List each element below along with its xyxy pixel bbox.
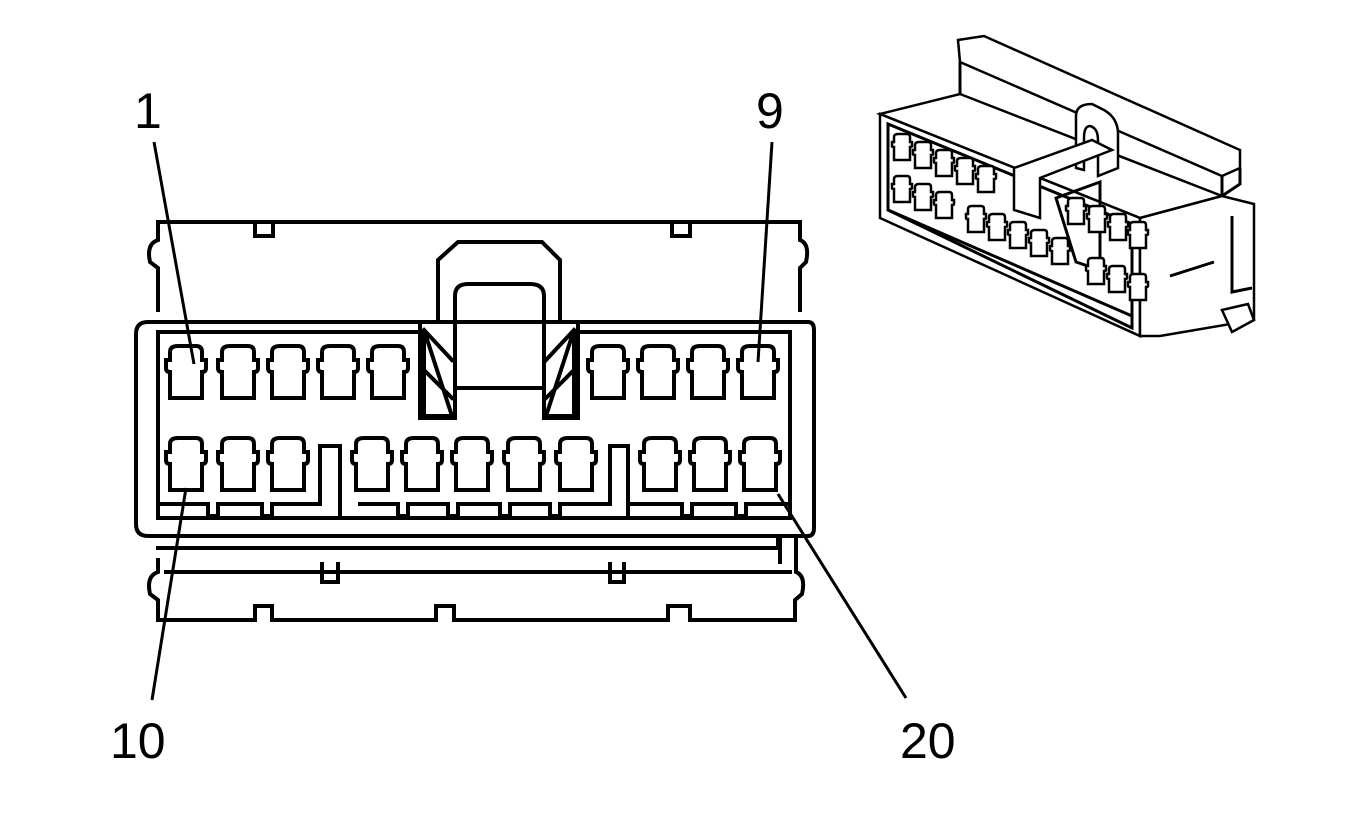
leader-pin-9 bbox=[756, 141, 774, 363]
inner-face bbox=[156, 330, 792, 520]
iso-latch bbox=[1074, 102, 1120, 178]
locking-latch bbox=[436, 240, 562, 324]
callout-pin-20: 20 bbox=[900, 713, 956, 769]
upper-shell bbox=[147, 220, 810, 312]
callout-pin-1: 1 bbox=[134, 83, 162, 139]
cavity-row-1 bbox=[164, 344, 780, 400]
callout-pin-10: 10 bbox=[110, 713, 166, 769]
latch-ramp-right bbox=[543, 327, 577, 418]
latch-body bbox=[418, 320, 580, 420]
lower-shell bbox=[147, 534, 806, 622]
leader-pin-1 bbox=[152, 141, 196, 365]
callout-leaders bbox=[150, 141, 908, 701]
leader-pin-10 bbox=[150, 487, 188, 701]
callout-pin-9: 9 bbox=[756, 83, 784, 139]
connector-isometric-view bbox=[875, 34, 1256, 338]
latch-ramp-left bbox=[421, 327, 455, 418]
connector-front-view bbox=[134, 220, 816, 622]
outer-frame bbox=[134, 320, 816, 538]
leader-pin-20 bbox=[776, 493, 908, 699]
cavity-row-2 bbox=[164, 436, 782, 492]
row-2-keying bbox=[156, 444, 792, 518]
